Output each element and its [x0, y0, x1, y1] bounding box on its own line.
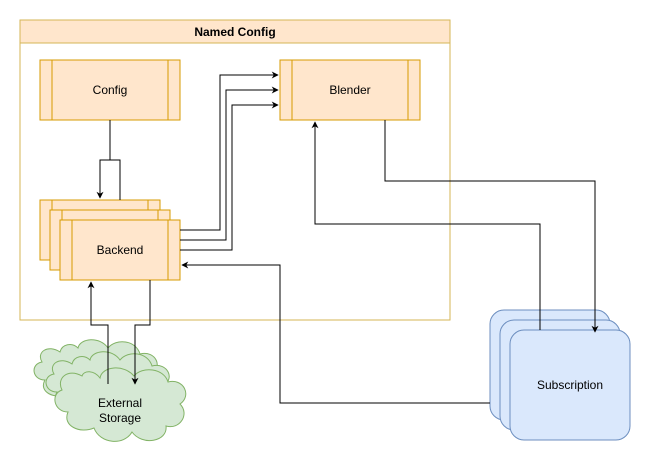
edge-backend-to-storage[interactable]	[131, 280, 151, 385]
config-label: Config	[93, 83, 128, 97]
edge-backend-to-blender-1[interactable]	[180, 71, 279, 231]
external-storage-label-line2: Storage	[99, 411, 141, 425]
edge-backend-to-blender-3[interactable]	[180, 101, 279, 251]
container-header	[19, 19, 451, 44]
edges	[87, 71, 599, 404]
subscription-layer	[509, 329, 631, 441]
config-node[interactable]: Config	[39, 59, 181, 121]
container-title: Named Config	[194, 25, 275, 39]
blender-node[interactable]: Blender	[279, 59, 421, 121]
edge-backend-to-config[interactable]	[110, 159, 121, 200]
backend-node[interactable]: Backend	[39, 199, 181, 281]
edge-subscription-to-blender[interactable]	[311, 121, 541, 330]
subscription-node[interactable]: Subscription	[489, 309, 631, 441]
blender-label: Blender	[329, 83, 370, 97]
external-storage-label-line1: External	[98, 396, 142, 410]
edge-blender-to-subscription[interactable]	[384, 120, 599, 333]
subscription-label: Subscription	[537, 378, 603, 392]
edge-storage-to-backend[interactable]	[87, 281, 109, 384]
cloud-layer	[54, 367, 187, 442]
edge-backend-to-blender-2[interactable]	[180, 86, 279, 241]
edge-subscription-to-backend[interactable]	[181, 261, 490, 404]
edge-config-to-backend[interactable]	[96, 120, 111, 199]
external-storage-node[interactable]: External Storage	[33, 339, 187, 442]
backend-label: Backend	[97, 243, 144, 257]
